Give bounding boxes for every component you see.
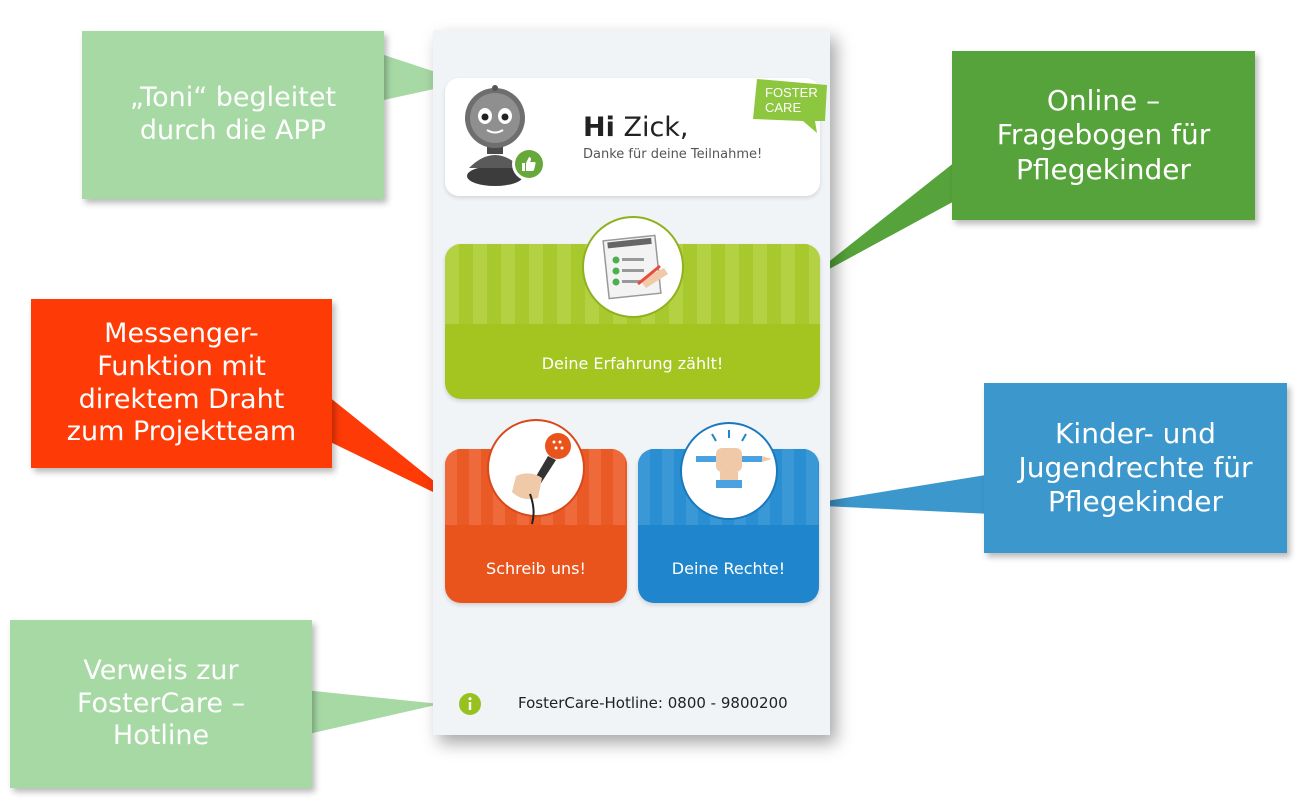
rights-tile-label: Deine Rechte! [671,559,786,578]
callout-rights: Kinder- und Jugendrechte für Pflegekinde… [984,383,1287,553]
messenger-tail [318,388,470,510]
logo-text-foster: FOSTER [765,85,818,100]
online-tail [798,158,960,286]
toni-robot-avatar[interactable] [455,80,555,190]
message-tile[interactable] [445,449,627,603]
greeting-subtitle: Danke für deine Teilnahme! [583,147,763,162]
microphone-icon [487,419,585,525]
verweis-tail [304,690,440,735]
info-icon[interactable] [458,692,482,716]
raised-fist-pencil-icon [680,422,778,520]
toni-tail [375,52,466,102]
callout-messenger: Messenger- Funktion mit direktem Draht z… [31,299,332,468]
callout-online-survey: Online – Fragebogen für Pflegekinder [952,51,1255,220]
survey-tile-label: Deine Erfahrung zählt! [541,354,724,373]
greeting-title: Hi Zick, [583,112,689,143]
thumbs-up-icon [522,157,536,171]
hotline-text[interactable]: FosterCare-Hotline: 0800 - 9800200 [518,694,788,712]
callout-toni: „Toni“ begleitet durch die APP [82,31,384,199]
callout-hotline: Verweis zur FosterCare – Hotline [10,620,312,788]
kinder-tail [802,474,992,514]
message-tile-label: Schreib uns! [486,559,586,578]
foster-care-logo: FOSTER CARE [753,79,827,133]
questionnaire-icon [582,216,684,318]
logo-text-care: CARE [765,100,801,115]
